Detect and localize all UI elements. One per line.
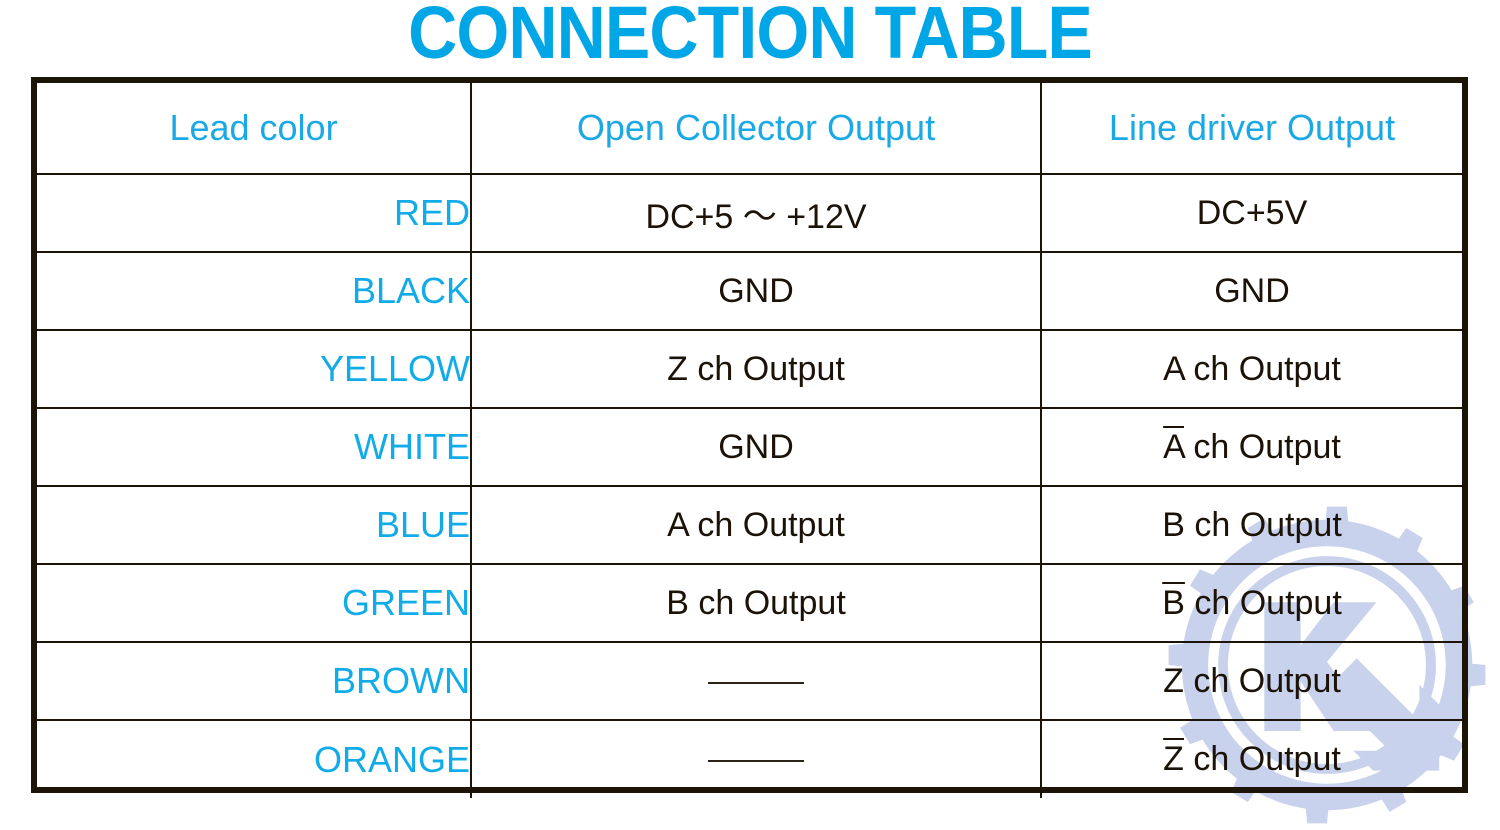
cell-lead-color: WHITE	[37, 407, 472, 487]
cell-lead-color: BROWN	[37, 641, 472, 721]
cell-line-driver-output: Z ch Output	[1040, 641, 1462, 721]
cell-open-collector-output: Z ch Output	[470, 329, 1042, 409]
cell-open-collector-output	[470, 641, 1042, 721]
cell-open-collector-output: B ch Output	[470, 563, 1042, 643]
cell-lead-color: RED	[37, 173, 472, 253]
page-title: CONNECTION TABLE	[408, 0, 1093, 74]
cell-open-collector-output: GND	[470, 407, 1042, 487]
cell-lead-color: BLUE	[37, 485, 472, 565]
cell-open-collector-output: A ch Output	[470, 485, 1042, 565]
connection-table: Lead color Open Collector Output Line dr…	[37, 83, 1462, 798]
table-header-row: Lead color Open Collector Output Line dr…	[37, 83, 1462, 175]
cell-line-driver-output: Z ch Output	[1040, 719, 1462, 798]
connection-table-container: Lead color Open Collector Output Line dr…	[31, 77, 1468, 798]
not-applicable-dash	[708, 681, 804, 684]
signal-suffix: ch Output	[1184, 583, 1342, 622]
overline-signal-letter: Z	[1163, 740, 1184, 778]
cell-open-collector-output: GND	[470, 251, 1042, 331]
table-header: Lead color Open Collector Output Line dr…	[37, 83, 1462, 175]
overline-signal-letter: B	[1162, 583, 1185, 622]
column-header-lead-color: Lead color	[37, 83, 472, 175]
signal-suffix: ch Output	[1183, 427, 1341, 466]
cell-line-driver-output: DC+5V	[1040, 173, 1462, 253]
cell-line-driver-output: A ch Output	[1040, 407, 1462, 487]
cell-lead-color: BLACK	[37, 251, 472, 331]
column-header-line-driver-output: Line driver Output	[1040, 83, 1462, 175]
cell-line-driver-output: A ch Output	[1040, 329, 1462, 409]
cell-line-driver-output: B ch Output	[1040, 563, 1462, 643]
cell-line-driver-output: GND	[1040, 251, 1462, 331]
overline-signal-letter: A	[1163, 427, 1184, 466]
table-row: BROWN Z ch Output	[37, 641, 1462, 721]
cell-open-collector-output: DC+5 ～ +12V	[470, 173, 1042, 253]
cell-lead-color: ORANGE	[37, 719, 472, 798]
column-header-open-collector-output: Open Collector Output	[470, 83, 1042, 175]
signal-suffix: ch Output	[1183, 740, 1341, 778]
cell-lead-color: GREEN	[37, 563, 472, 643]
cell-line-driver-output: B ch Output	[1040, 485, 1462, 565]
cell-lead-color: YELLOW	[37, 329, 472, 409]
not-applicable-dash	[708, 760, 804, 763]
cell-open-collector-output	[470, 719, 1042, 798]
table-row: ORANGE Z ch Output	[37, 719, 1462, 798]
